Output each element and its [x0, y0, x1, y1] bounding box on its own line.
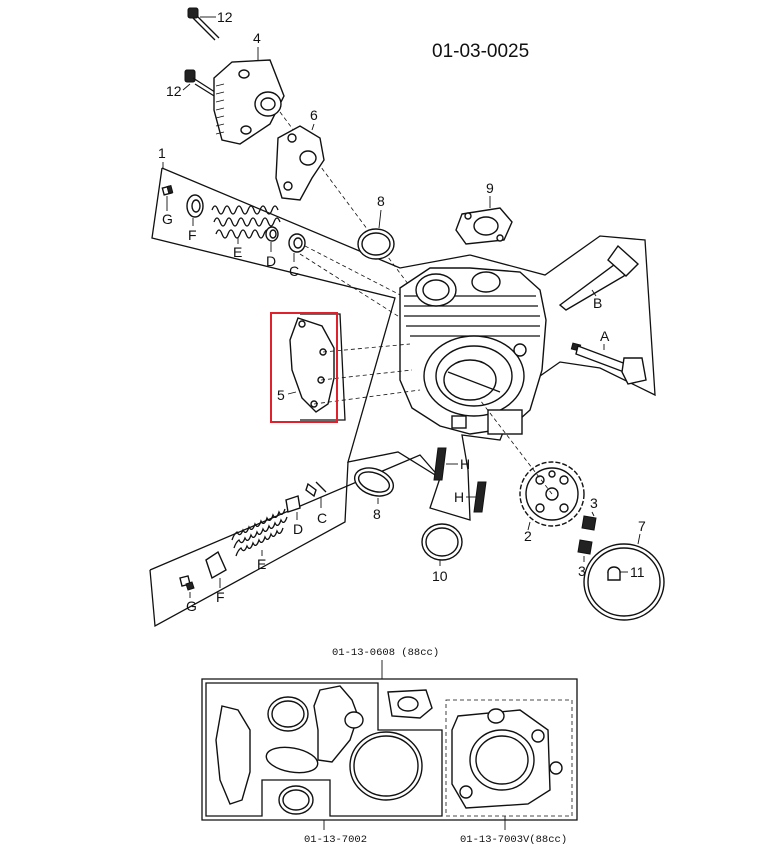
intake-gasket-9 [455, 207, 513, 245]
callout-B: B [593, 295, 602, 311]
callout-7: 7 [638, 518, 646, 534]
valve-retainer-lower [205, 550, 227, 580]
callout-D-lower: D [293, 521, 303, 537]
valve-stem-seal-lower [305, 481, 327, 498]
gasket-kit-label-bottom-right: 01-13-7003V(88cc) [460, 834, 567, 846]
callout-1: 1 [158, 145, 166, 161]
alignment-line [304, 245, 411, 301]
valve-retainer-upper [186, 194, 204, 218]
callout-F-upper: F [188, 227, 197, 243]
intake-valve-A [570, 342, 647, 385]
sprocket-bolt-3-lower [577, 539, 593, 555]
exhaust-valve-B [558, 244, 640, 311]
callout-11: 11 [630, 564, 645, 580]
o-ring-10 [421, 523, 463, 561]
callout-4: 4 [253, 30, 261, 46]
valve-spring-seat-lower [285, 495, 301, 513]
callout-E-lower: E [257, 556, 266, 572]
valve-spring-seat-upper [265, 226, 279, 242]
callout-G-upper: G [162, 211, 173, 227]
valve-keeper-lower [179, 575, 195, 591]
valve-stem-seal-upper [288, 233, 306, 253]
callout-2: 2 [524, 528, 532, 544]
callout-G-lower: G [186, 598, 197, 614]
callout-3-lower: 3 [578, 563, 586, 579]
callout-10: 10 [432, 568, 448, 584]
cam-cover-gasket-5 [289, 317, 335, 413]
stud-H-lower [473, 481, 487, 513]
alignment-line [299, 253, 421, 331]
callout-D-upper: D [266, 253, 276, 269]
callout-H-lower: H [454, 489, 464, 505]
stud-H-upper [433, 447, 447, 481]
sprocket-bolt-3-upper [581, 515, 597, 531]
dowel-pin-11 [607, 566, 621, 581]
o-ring-8-lower [353, 467, 395, 497]
callout-E-upper: E [233, 244, 242, 260]
cam-tensioner-4 [213, 59, 285, 145]
callout-C-lower: C [317, 510, 327, 526]
gasket-kit-label-top: 01-13-0608 (88cc) [332, 647, 439, 659]
callout-3-upper: 3 [590, 495, 598, 511]
callout-H-upper: H [460, 456, 470, 472]
gasket-kit-box: 01-13-0608 (88cc) [201, 647, 578, 821]
tensioner-gasket-6 [275, 125, 325, 201]
callout-C-upper: C [289, 263, 299, 279]
alignment-line [313, 389, 421, 405]
upper-valve-spring-set: G F E D C [161, 185, 306, 279]
callout-9: 9 [486, 180, 494, 196]
callout-12-left: 12 [166, 83, 182, 99]
callout-12-top: 12 [217, 9, 233, 25]
callout-6: 6 [310, 107, 318, 123]
valve-spring-lower [231, 508, 288, 557]
callout-F-lower: F [216, 589, 225, 605]
callout-8-lower: 8 [373, 506, 381, 522]
callout-5: 5 [277, 387, 285, 403]
cylinder-head [399, 267, 547, 435]
lower-valve-spring-set: C D E F G [179, 481, 327, 614]
valve-spring-upper [211, 205, 281, 239]
o-ring-7 [583, 543, 665, 621]
cylinder-head-assembly-outline [149, 167, 656, 628]
valve-keeper-upper [161, 185, 174, 196]
callout-A: A [600, 328, 610, 344]
alignment-line [479, 399, 553, 495]
diagram-code: 01-03-0025 [432, 41, 529, 62]
gasket-kit-label-bottom-left: 01-13-7002 [304, 834, 367, 846]
highlight-box [270, 312, 338, 423]
o-ring-8-upper [357, 228, 395, 260]
bolt-12-top [187, 7, 220, 41]
callout-8-upper: 8 [377, 193, 385, 209]
